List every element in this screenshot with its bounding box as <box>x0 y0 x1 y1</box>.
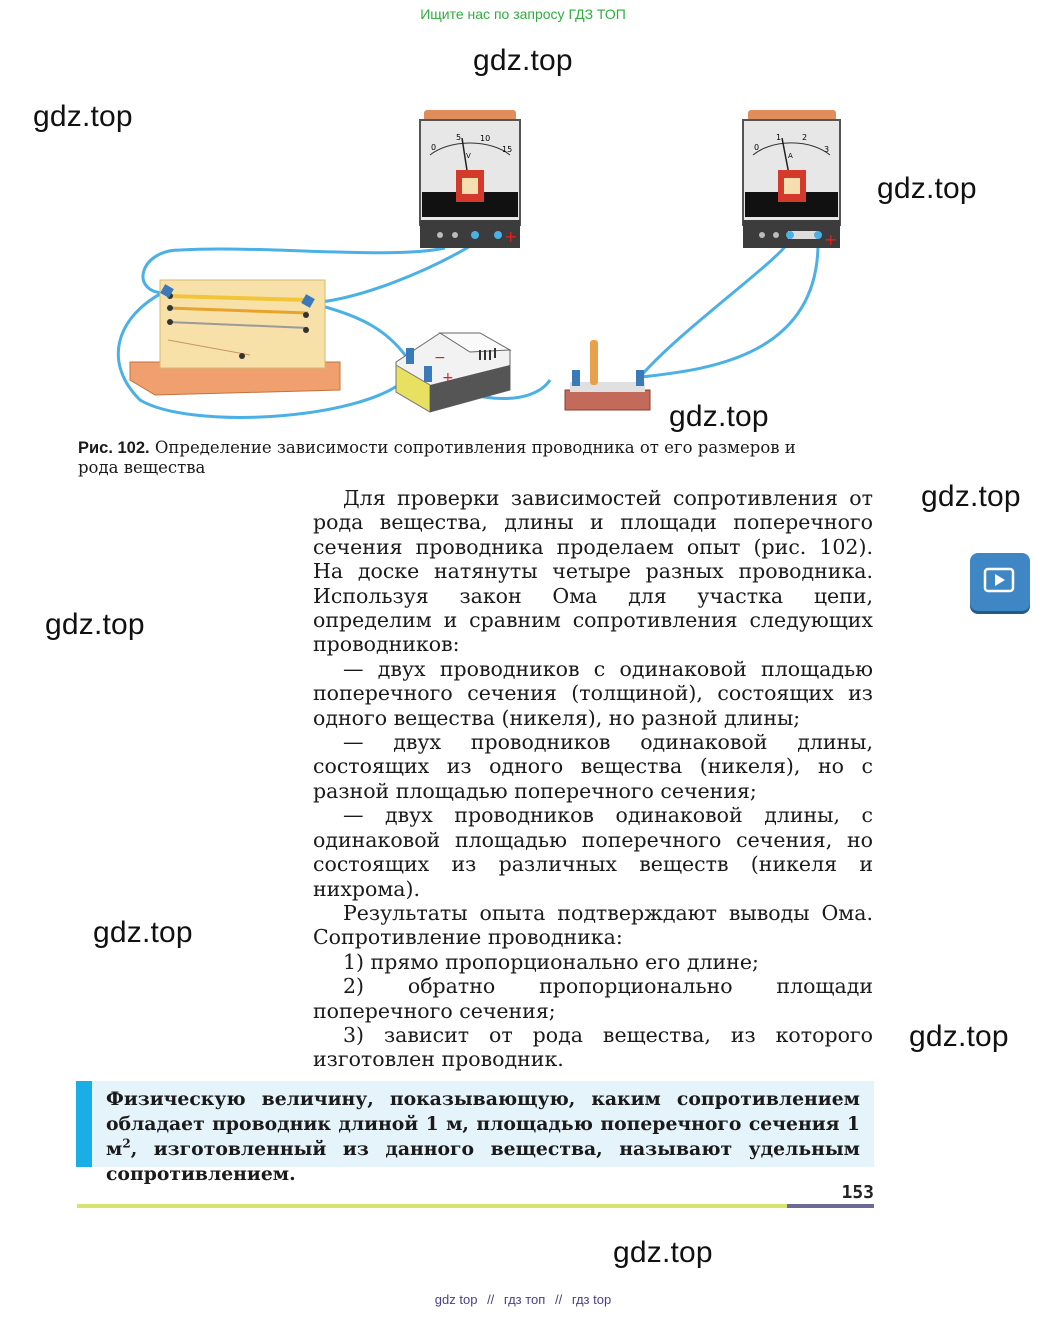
supply-minus-sign: − <box>434 350 446 366</box>
bottom-link[interactable]: gdz top <box>434 1292 478 1307</box>
ammeter-tick-0: 0 <box>754 143 759 152</box>
watermark: gdz.top <box>877 172 977 205</box>
watermark: gdz.top <box>921 480 1021 513</box>
paragraph: 3) зависит от рода вещества, из которого… <box>313 1022 873 1072</box>
play-icon <box>983 567 1015 593</box>
voltmeter-tick-15: 15 <box>502 145 512 154</box>
paragraph: 1) прямо пропорционально его длине; <box>343 949 759 974</box>
knife-switch <box>564 340 651 411</box>
definition-text-end: , изготовленный из данного вещества, наз… <box>106 1138 860 1185</box>
ammeter-unit: A <box>788 152 793 160</box>
definition-text-main: Физическую величину, показывающую, каким… <box>106 1088 860 1160</box>
voltmeter: 0 5 10 15 V + <box>419 110 521 248</box>
watermark: gdz.top <box>33 100 133 133</box>
definition-text: Физическую величину, показывающую, каким… <box>106 1087 860 1187</box>
supply-plus-sign: + <box>442 370 454 386</box>
page-number: 153 <box>841 1182 874 1203</box>
watermark: gdz.top <box>909 1020 1009 1053</box>
ammeter: 0 1 2 3 A + <box>742 110 841 249</box>
definition-box: Физическую величину, показывающую, каким… <box>76 1081 874 1185</box>
ammeter-tick-2: 2 <box>802 133 807 142</box>
watermark: gdz.top <box>613 1236 713 1269</box>
footer-rule-left <box>77 1204 787 1208</box>
body-text: Для проверки зависимостей сопротивления … <box>313 486 873 1072</box>
definition-superscript: 2 <box>122 1136 131 1151</box>
figure-caption-text: Определение зависимости сопротивления пр… <box>78 438 796 477</box>
paragraph: — двух проводников одинаковой длины, с о… <box>313 803 873 901</box>
paragraph: Результаты опыта подтверждают выводы Ома… <box>313 900 873 950</box>
bottom-link[interactable]: гдз топ <box>503 1292 546 1307</box>
conductor-board <box>129 279 341 396</box>
paragraph: Для проверки зависимостей сопротивления … <box>313 486 873 657</box>
voltmeter-tick-0: 0 <box>431 143 436 152</box>
paragraph: 2) обратно пропорционально площади попер… <box>313 974 873 1023</box>
watermark: gdz.top <box>669 400 769 433</box>
voltmeter-plus-sign: + <box>504 227 517 246</box>
link-separator: // <box>487 1292 495 1307</box>
watermark: gdz.top <box>93 916 193 949</box>
search-hint-link[interactable]: Ищите нас по запросу ГДЗ ТОП <box>420 6 626 22</box>
voltmeter-tick-5: 5 <box>456 133 461 142</box>
ammeter-tick-1: 1 <box>776 133 781 142</box>
figure-caption: Рис. 102. Определение зависимости сопрот… <box>78 438 838 478</box>
bottom-link[interactable]: гдз top <box>571 1292 612 1307</box>
paragraph: — двух проводников одинаковой длины, сос… <box>313 730 873 803</box>
voltmeter-tick-10: 10 <box>480 134 490 143</box>
watermark: gdz.top <box>473 44 573 77</box>
video-play-button[interactable] <box>970 553 1030 611</box>
figure-caption-label: Рис. 102. <box>78 439 150 457</box>
power-supply: − + <box>395 332 512 413</box>
footer-rule-right <box>787 1204 874 1208</box>
paragraph: — двух проводников с одинаковой площадью… <box>313 656 873 730</box>
experiment-figure: 0 5 10 15 V + 0 1 2 3 A + <box>116 110 841 419</box>
voltmeter-unit: V <box>466 152 471 160</box>
watermark: gdz.top <box>45 608 145 641</box>
link-separator: // <box>554 1292 563 1307</box>
ammeter-plus-sign: + <box>824 230 837 249</box>
ammeter-tick-3: 3 <box>824 145 829 154</box>
bottom-links: gdz top // гдз топ // гдз top <box>0 1292 1046 1307</box>
